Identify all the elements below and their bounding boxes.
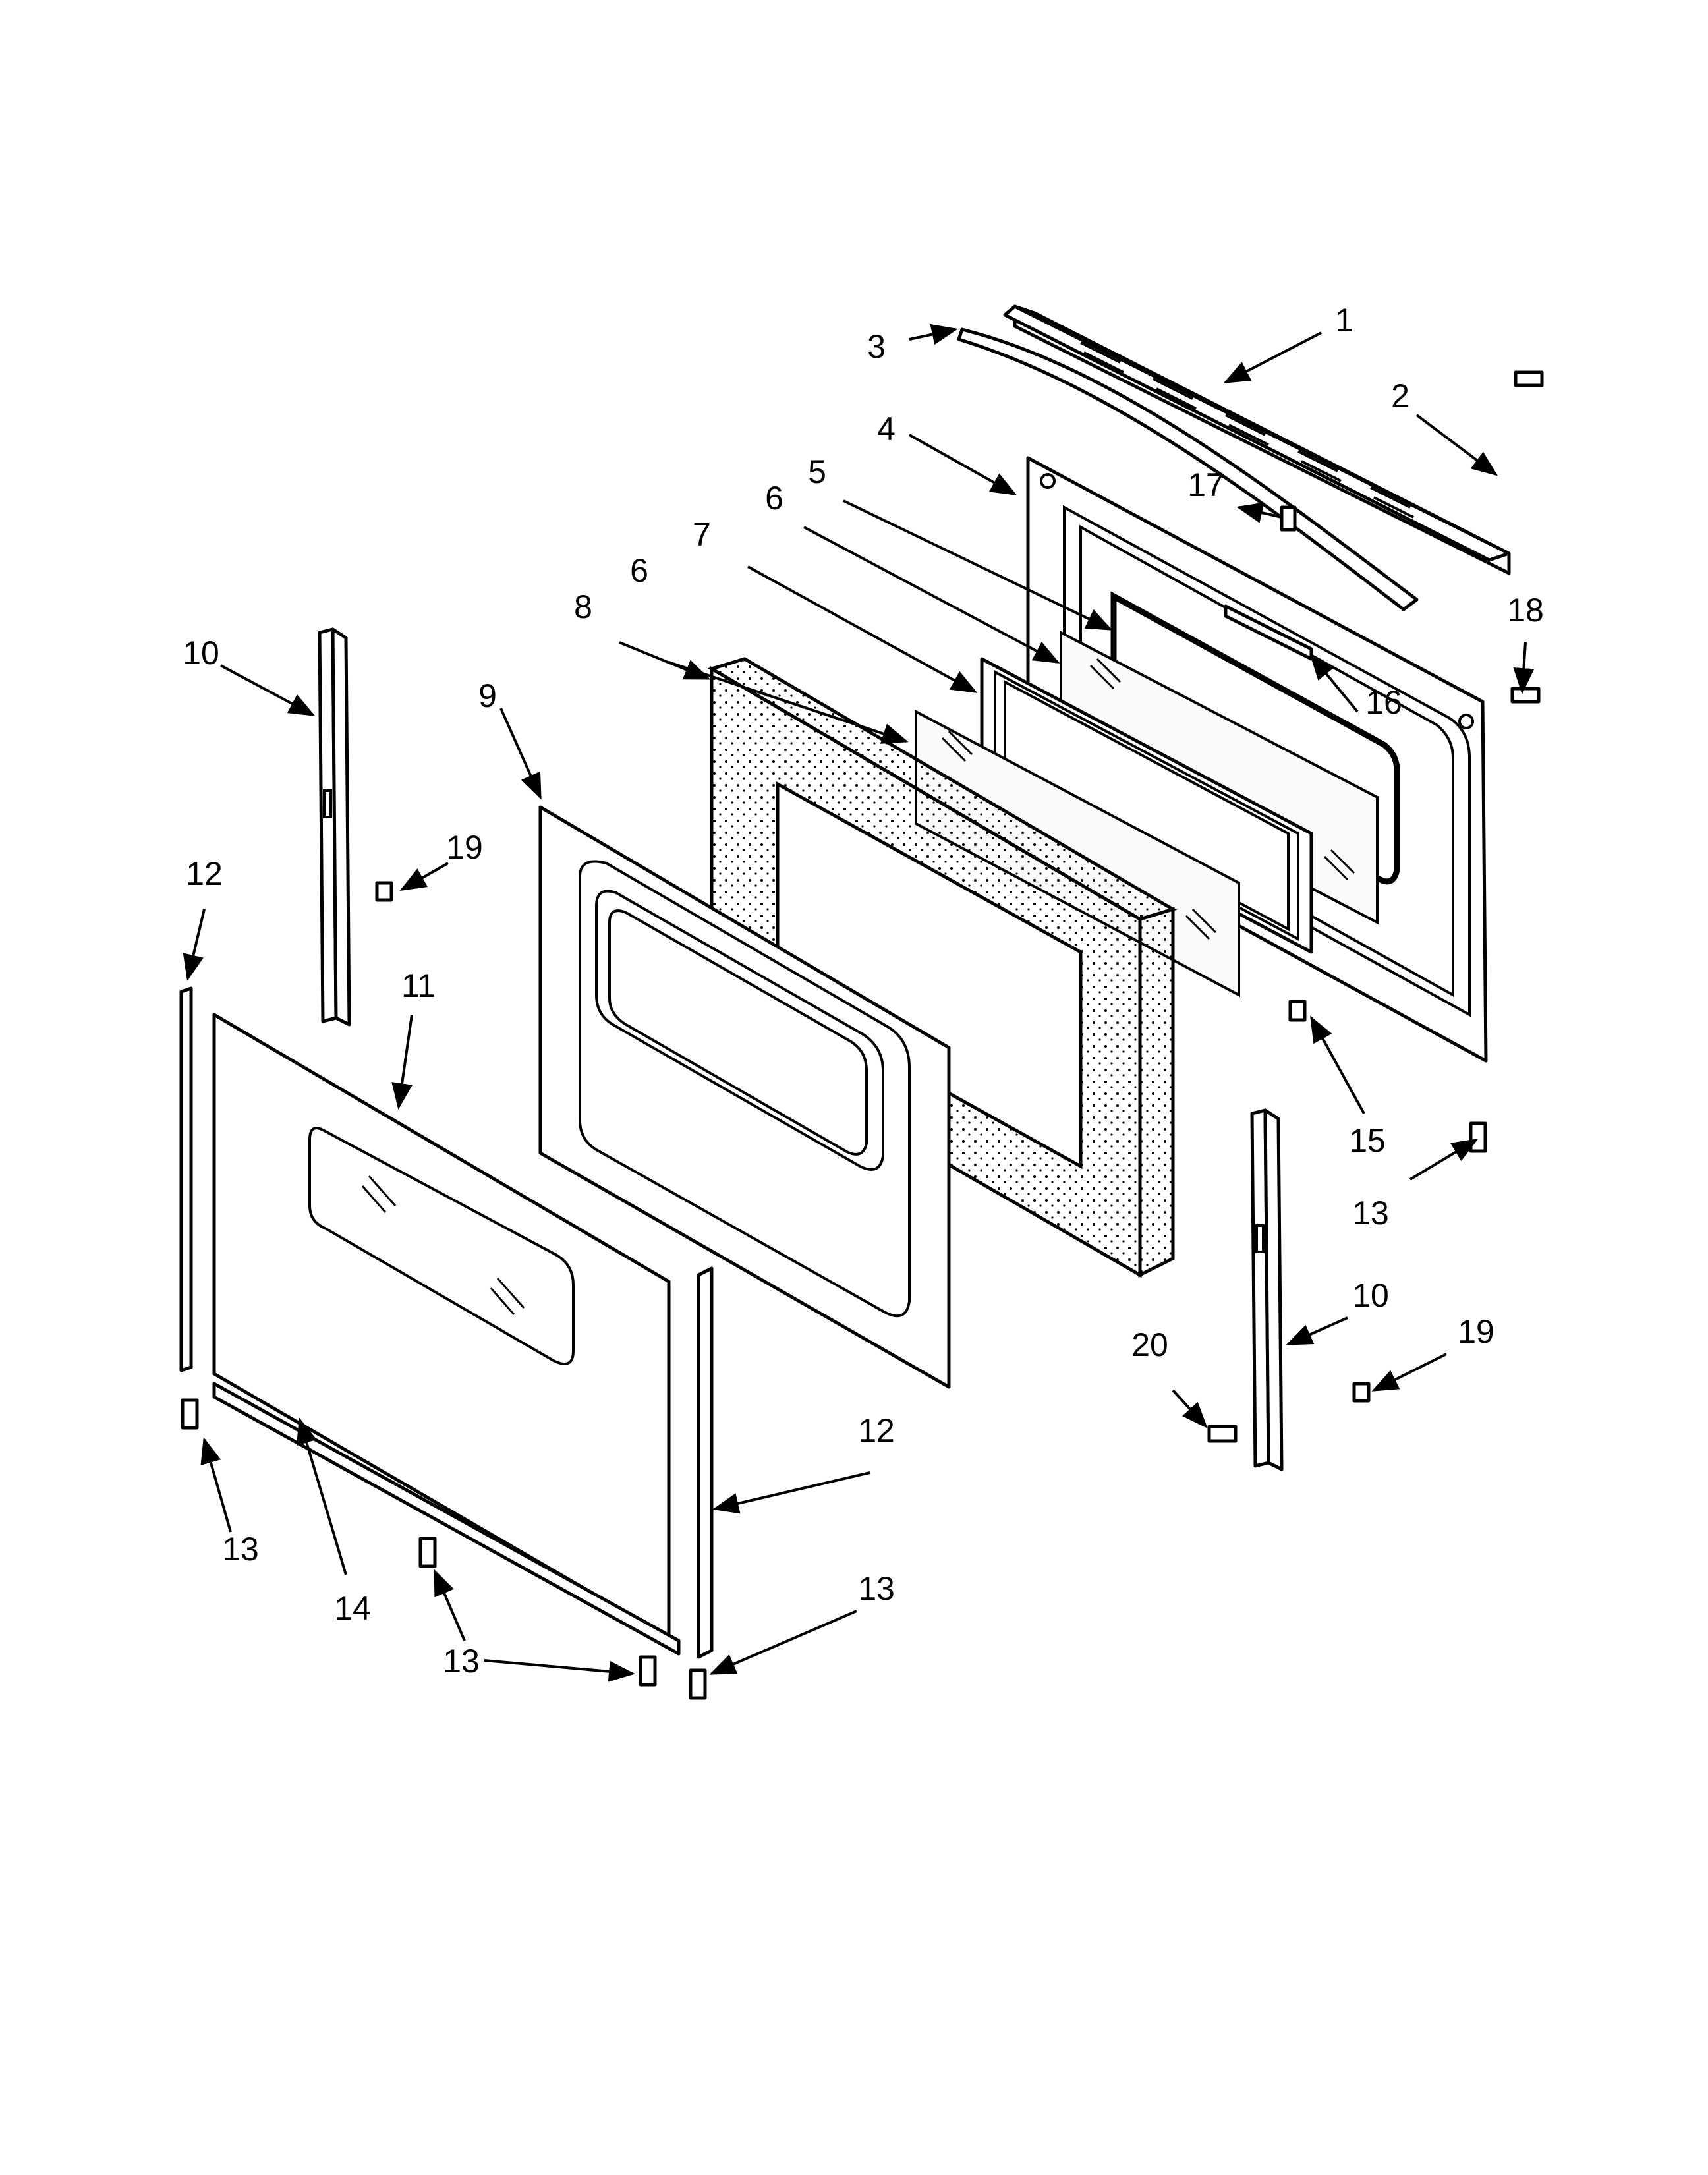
callout-13-bottom-middle: 13 [443, 1643, 480, 1680]
part-19-clip-left [375, 881, 393, 902]
part-18-screw [1510, 687, 1541, 704]
callout-14: 14 [334, 1590, 371, 1627]
part-10-hinge-left [318, 627, 351, 1027]
callout-4: 4 [877, 410, 896, 447]
part-14-bottom-trim [212, 1382, 681, 1656]
callout-9: 9 [478, 677, 497, 714]
callout-12-right: 12 [858, 1412, 895, 1449]
part-12-side-trim-right [697, 1266, 714, 1659]
callout-6-lower: 6 [630, 552, 648, 589]
callout-11: 11 [401, 967, 436, 1004]
callout-labels: 1 2 3 4 5 6 6 7 8 9 10 10 11 12 12 13 13… [183, 302, 1544, 1680]
callout-16: 16 [1365, 684, 1402, 721]
part-9-inner-liner [538, 805, 951, 1389]
part-2-screw [1514, 370, 1544, 387]
callout-10-right: 10 [1352, 1277, 1389, 1314]
callout-3: 3 [867, 328, 886, 365]
leader-lines [183, 324, 1535, 1682]
part-13-screw-3 [418, 1537, 437, 1568]
callout-12-left: 12 [186, 855, 223, 892]
part-20-screw [1207, 1425, 1238, 1443]
part-8-insulation [707, 657, 1178, 1278]
callout-13-left: 13 [222, 1531, 259, 1568]
part-17-screw [1280, 505, 1297, 532]
part-13-screw-5 [689, 1668, 707, 1700]
part-15-clip [1288, 1000, 1307, 1022]
callout-19-left: 19 [446, 829, 483, 866]
part-13-screw-4 [639, 1655, 657, 1687]
callout-6-upper: 6 [765, 480, 783, 517]
part-5-door-gasket [1110, 591, 1400, 885]
callout-19-right: 19 [1458, 1313, 1494, 1350]
part-12-side-trim-left [179, 986, 193, 1372]
callout-17: 17 [1187, 466, 1224, 503]
callout-13-right-upper: 13 [1352, 1195, 1389, 1231]
callout-15: 15 [1349, 1122, 1386, 1159]
part-13-screw-2 [181, 1398, 199, 1430]
part-10-hinge-right [1250, 1108, 1284, 1471]
part-13-screw-1 [1469, 1121, 1487, 1153]
callout-7: 7 [693, 516, 711, 553]
callout-5: 5 [808, 453, 826, 490]
callout-10-left: 10 [183, 635, 219, 671]
part-19-clip-right [1352, 1382, 1371, 1403]
callout-8: 8 [574, 588, 592, 625]
part-1-vent-trim [1003, 304, 1511, 575]
callout-20: 20 [1131, 1326, 1168, 1363]
callout-18: 18 [1507, 592, 1544, 629]
callout-13-bottom-right: 13 [858, 1570, 895, 1607]
callout-1: 1 [1335, 302, 1353, 339]
part-3-trim-strip [957, 327, 1419, 611]
callout-2: 2 [1391, 378, 1409, 414]
